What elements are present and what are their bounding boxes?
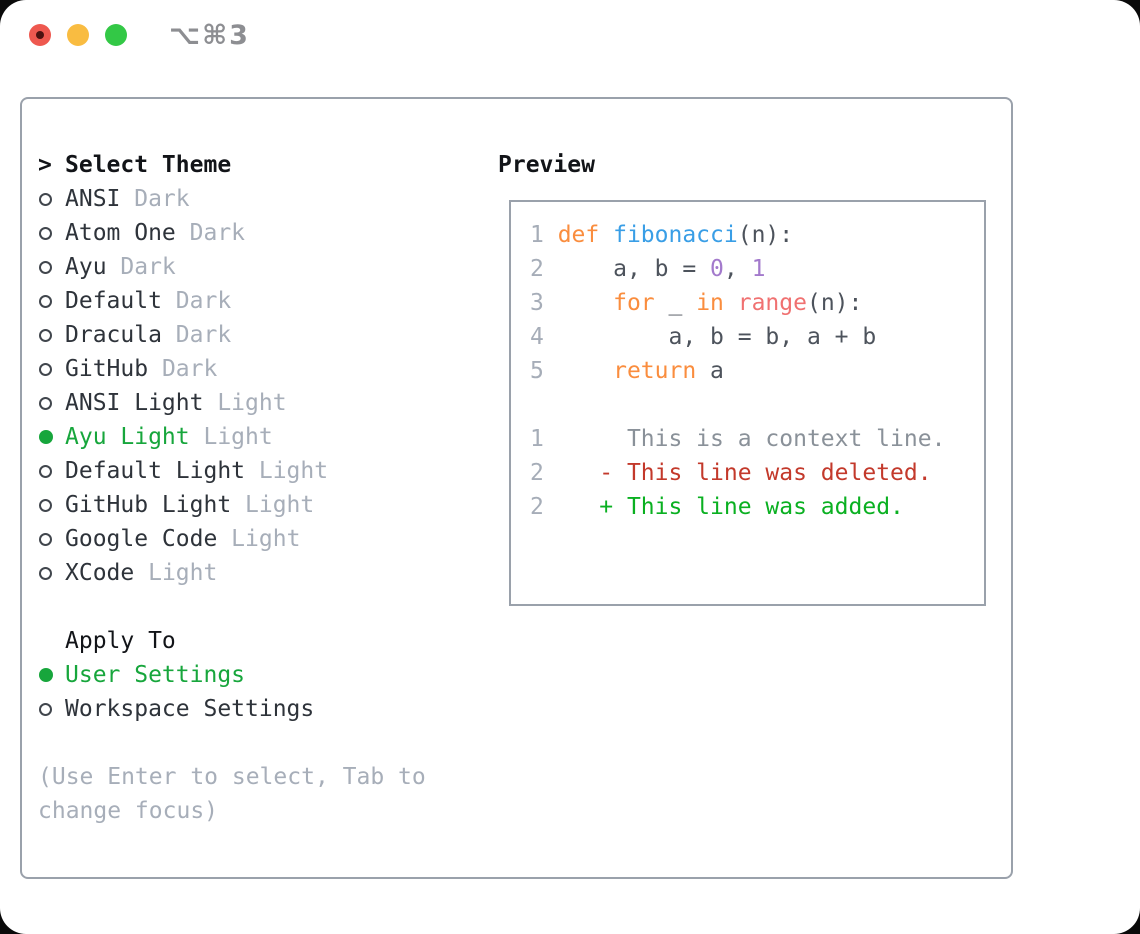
theme-name: Default (65, 288, 162, 314)
theme-option-dracula[interactable]: Dracula Dark (38, 318, 426, 352)
theme-name: Ayu Light (65, 424, 190, 450)
radio-icon (38, 532, 65, 546)
apply-option-user-settings[interactable]: User Settings (38, 658, 426, 692)
code-line: 3 for _ in range(n): (530, 290, 863, 316)
radio-icon (38, 192, 65, 206)
code-line: 2 + This line was added. (530, 494, 904, 520)
theme-variant: Dark (148, 356, 218, 382)
preview-column: Preview 1 def fibonacci(n): 2 a, b = 0, 1… (498, 148, 986, 606)
theme-variant: Light (245, 458, 329, 484)
select-theme-label: Select Theme (65, 152, 232, 178)
theme-name: Dracula (65, 322, 162, 348)
theme-option-ayu-light[interactable]: Ayu Light Light (38, 420, 426, 454)
code-line: 1 def fibonacci(n): (530, 222, 794, 248)
radio-icon (38, 498, 65, 512)
radio-icon (38, 464, 65, 478)
theme-option-ansi-light[interactable]: ANSI Light Light (38, 386, 426, 420)
theme-option-google-code[interactable]: Google Code Light (38, 522, 426, 556)
zoom-button[interactable] (105, 24, 127, 46)
theme-option-default[interactable]: Default Dark (38, 284, 426, 318)
radio-selected-icon (38, 430, 65, 444)
apply-option-label: Workspace Settings (65, 696, 315, 722)
theme-name: ANSI Light (65, 390, 204, 416)
theme-variant: Dark (106, 254, 176, 280)
radio-icon (38, 294, 65, 308)
theme-name: Atom One (65, 220, 176, 246)
theme-variant: Dark (175, 220, 246, 246)
radio-selected-icon (38, 668, 65, 682)
theme-option-ayu[interactable]: Ayu Dark (38, 250, 426, 284)
apply-option-label: User Settings (65, 662, 246, 688)
radio-icon (38, 260, 65, 274)
focus-caret-icon: > (38, 152, 52, 178)
theme-variant: Light (231, 492, 315, 518)
preview-title: Preview (498, 152, 595, 178)
theme-name: GitHub (65, 356, 149, 382)
theme-variant: Light (217, 526, 301, 552)
theme-option-github[interactable]: GitHub Dark (38, 352, 426, 386)
code-line (530, 388, 984, 422)
radio-icon (38, 226, 65, 240)
theme-variant: Dark (161, 322, 232, 348)
code-line: 5 return a (530, 358, 724, 384)
code-line: 2 - This line was deleted. (530, 460, 932, 486)
titlebar: ⌥⌘3 (0, 0, 1140, 70)
theme-variant: Dark (120, 186, 190, 212)
radio-icon (38, 566, 65, 580)
help-text: (Use Enter to select, Tab to change focus… (38, 760, 426, 828)
apply-to-header: Apply To (38, 624, 426, 658)
radio-icon (38, 362, 65, 376)
theme-variant: Light (189, 424, 273, 450)
theme-variant: Light (134, 560, 218, 586)
select-theme-header: > Select Theme (38, 148, 426, 182)
spacer-row (38, 590, 426, 624)
traffic-lights (29, 24, 127, 46)
theme-name: Google Code (65, 526, 218, 552)
spacer-row (38, 726, 426, 760)
theme-name: Default Light (65, 458, 246, 484)
minimize-button[interactable] (67, 24, 89, 46)
theme-name: Ayu (65, 254, 107, 280)
theme-option-xcode[interactable]: XCode Light (38, 556, 426, 590)
theme-name: ANSI (65, 186, 121, 212)
theme-name: GitHub Light (65, 492, 232, 518)
radio-icon (38, 328, 65, 342)
theme-option-atom-one[interactable]: Atom One Dark (38, 216, 426, 250)
radio-icon (38, 396, 65, 410)
theme-option-default-light[interactable]: Default Light Light (38, 454, 426, 488)
close-button[interactable] (29, 24, 51, 46)
apply-to-label: Apply To (65, 628, 176, 654)
window-title: ⌥⌘3 (169, 19, 250, 51)
code-line: 4 a, b = b, a + b (530, 324, 877, 350)
apply-option-workspace-settings[interactable]: Workspace Settings (38, 692, 426, 726)
theme-option-ansi[interactable]: ANSI Dark (38, 182, 426, 216)
theme-variant: Dark (161, 288, 232, 314)
theme-variant: Light (203, 390, 287, 416)
theme-option-github-light[interactable]: GitHub Light Light (38, 488, 426, 522)
preview-box: 1 def fibonacci(n): 2 a, b = 0, 1 3 for _ … (509, 200, 986, 606)
help-text-line: (Use Enter to select, Tab to (38, 764, 426, 790)
code-line: 1 This is a context line. (530, 426, 946, 452)
radio-icon (38, 702, 65, 716)
code-line: 2 a, b = 0, 1 (530, 256, 766, 282)
help-text-line: change focus) (38, 798, 219, 824)
theme-name: XCode (65, 560, 135, 586)
